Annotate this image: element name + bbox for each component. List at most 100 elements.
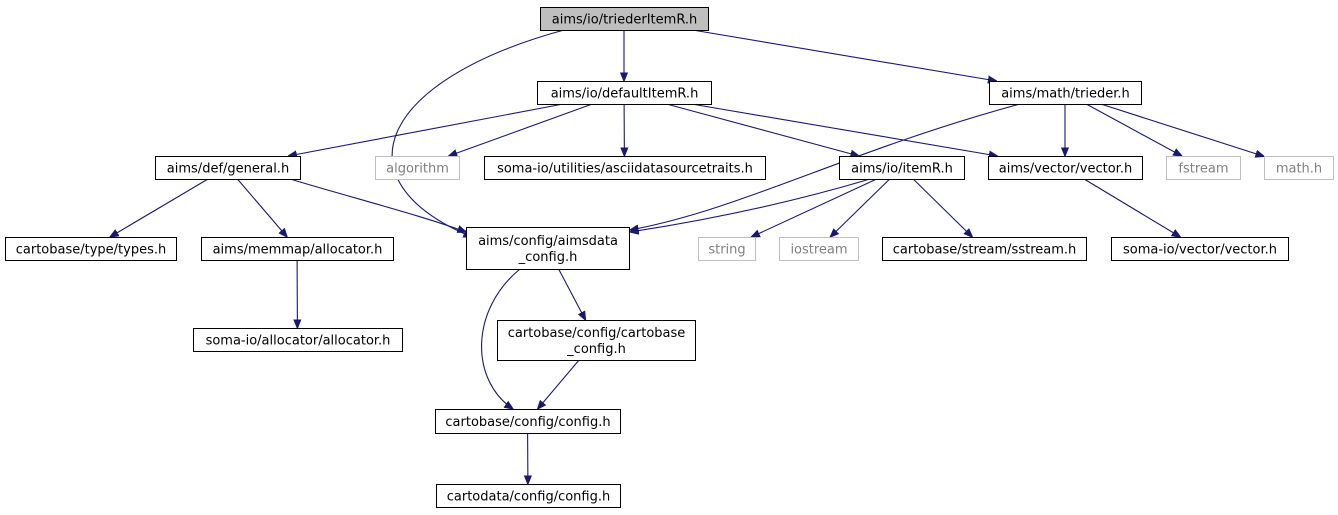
node-iostream: iostream — [779, 237, 859, 261]
node-box — [882, 237, 1087, 261]
node-label: cartobase/type/types.h — [16, 243, 166, 258]
edge-trieder-to-fstream — [1085, 103, 1182, 156]
edge-itemR-to-iostream — [830, 178, 891, 237]
node-label: soma-io/allocator/allocator.h — [206, 334, 391, 349]
edge-line — [630, 178, 871, 232]
edge-line — [691, 103, 998, 156]
node-label: cartobase/config/config.h — [445, 415, 610, 430]
edge-aimsdata_config-to-cartobase_config — [558, 268, 586, 320]
edge-defaultItemR-to-general — [288, 103, 564, 156]
edge-itemR-to-sstream — [912, 178, 972, 237]
node-box — [839, 156, 965, 180]
edge-line — [538, 359, 580, 409]
edge-defaultItemR-to-vector — [691, 103, 998, 156]
node-label: cartobase/config/cartobase — [508, 326, 686, 341]
node-box — [779, 237, 859, 261]
node-label: aims/def/general.h — [167, 162, 289, 177]
node-fstream: fstream — [1166, 156, 1241, 180]
node-cartobaseconfig[interactable]: cartobase/config/config.h — [435, 409, 621, 434]
node-box — [155, 156, 301, 180]
edge-vector-to-somavector — [1083, 178, 1180, 237]
node-trieder[interactable]: aims/math/trieder.h — [989, 81, 1142, 105]
node-box — [436, 484, 621, 508]
node-vector[interactable]: aims/vector/vector.h — [988, 156, 1143, 180]
node-box — [497, 320, 696, 361]
node-types[interactable]: cartobase/type/types.h — [5, 237, 177, 261]
edge-itemR-to-aimsdata_config — [630, 178, 871, 232]
node-asciidatasourcetraits[interactable]: soma-io/utilities/asciidatasourcetraits.… — [484, 156, 766, 180]
node-box — [537, 81, 712, 105]
node-label: _config.h — [518, 250, 578, 265]
node-label: math.h — [1276, 162, 1322, 177]
edge-line — [666, 103, 860, 156]
edge-line — [288, 103, 564, 156]
edge-line — [630, 103, 1021, 230]
node-box — [989, 81, 1142, 105]
node-label: aims/io/defaultItemR.h — [551, 87, 699, 102]
node-defaultItemR[interactable]: aims/io/defaultItemR.h — [537, 81, 712, 105]
node-box — [484, 156, 766, 180]
edge-defaultItemR-to-itemR — [666, 103, 860, 156]
edge-line — [289, 178, 466, 232]
node-itemR[interactable]: aims/io/itemR.h — [839, 156, 965, 180]
edge-line — [912, 178, 972, 237]
edge-defaultItemR-to-algorithm — [449, 103, 593, 156]
node-label: soma-io/vector/vector.h — [1123, 243, 1277, 258]
node-label: cartodata/config/config.h — [447, 490, 610, 505]
node-label: aims/math/trieder.h — [1001, 87, 1130, 102]
edge-line — [751, 178, 877, 237]
node-sstream[interactable]: cartobase/stream/sstream.h — [882, 237, 1087, 261]
edge-trieder-to-aimsdata_config — [630, 103, 1021, 230]
edges-layer — [110, 29, 1264, 484]
node-box — [5, 237, 177, 261]
node-cartobase_config[interactable]: cartobase/config/cartobase_config.h — [497, 320, 696, 361]
nodes-layer: aims/io/triederItemR.h aims/io/defaultIte… — [5, 7, 1334, 508]
node-box — [1166, 156, 1241, 180]
edge-general-to-aimsdata_config — [289, 178, 466, 232]
node-cartodataconfig[interactable]: cartodata/config/config.h — [436, 484, 621, 508]
edge-aimsdata_config-to-cartobaseconfig — [481, 268, 521, 409]
edge-cartobase_config-to-cartobaseconfig — [538, 359, 580, 409]
edge-line — [1100, 103, 1264, 156]
edge-itemR-to-string — [751, 178, 877, 237]
node-label: aims/io/itemR.h — [851, 162, 953, 177]
edge-line — [236, 178, 287, 237]
node-label: aims/vector/vector.h — [999, 162, 1132, 177]
node-general[interactable]: aims/def/general.h — [155, 156, 301, 180]
edge-line — [830, 178, 891, 237]
node-box — [435, 409, 621, 434]
node-label: aims/config/aimsdata — [478, 234, 618, 249]
node-string: string — [698, 237, 756, 261]
edge-general-to-types — [110, 178, 209, 237]
node-root[interactable]: aims/io/triederItemR.h — [540, 7, 709, 31]
node-box — [540, 7, 709, 31]
node-somavector[interactable]: soma-io/vector/vector.h — [1111, 237, 1289, 261]
node-label: string — [708, 243, 745, 258]
node-box — [201, 237, 394, 261]
node-algorithm: algorithm — [375, 156, 460, 180]
edge-line — [558, 268, 586, 320]
edge-trieder-to-mathh — [1100, 103, 1264, 156]
node-box — [466, 227, 630, 270]
node-allocator[interactable]: aims/memmap/allocator.h — [201, 237, 394, 261]
node-box — [698, 237, 756, 261]
edge-general-to-allocator — [236, 178, 287, 237]
edge-root-to-trieder — [692, 29, 997, 81]
edge-line — [449, 103, 593, 156]
node-label: soma-io/utilities/asciidatasourcetraits.… — [497, 162, 753, 177]
node-label: cartobase/stream/sstream.h — [893, 243, 1077, 258]
node-box — [375, 156, 460, 180]
node-somaallocator[interactable]: soma-io/allocator/allocator.h — [193, 328, 403, 352]
node-box — [1264, 156, 1334, 180]
edge-line — [1083, 178, 1180, 237]
node-box — [193, 328, 403, 352]
edge-line — [110, 178, 209, 237]
node-label: algorithm — [386, 162, 449, 177]
node-box — [1111, 237, 1289, 261]
node-label: fstream — [1178, 162, 1228, 177]
node-aimsdata_config[interactable]: aims/config/aimsdata_config.h — [466, 227, 630, 270]
node-label: iostream — [790, 243, 847, 258]
node-mathh: math.h — [1264, 156, 1334, 180]
edge-line — [391, 29, 565, 237]
